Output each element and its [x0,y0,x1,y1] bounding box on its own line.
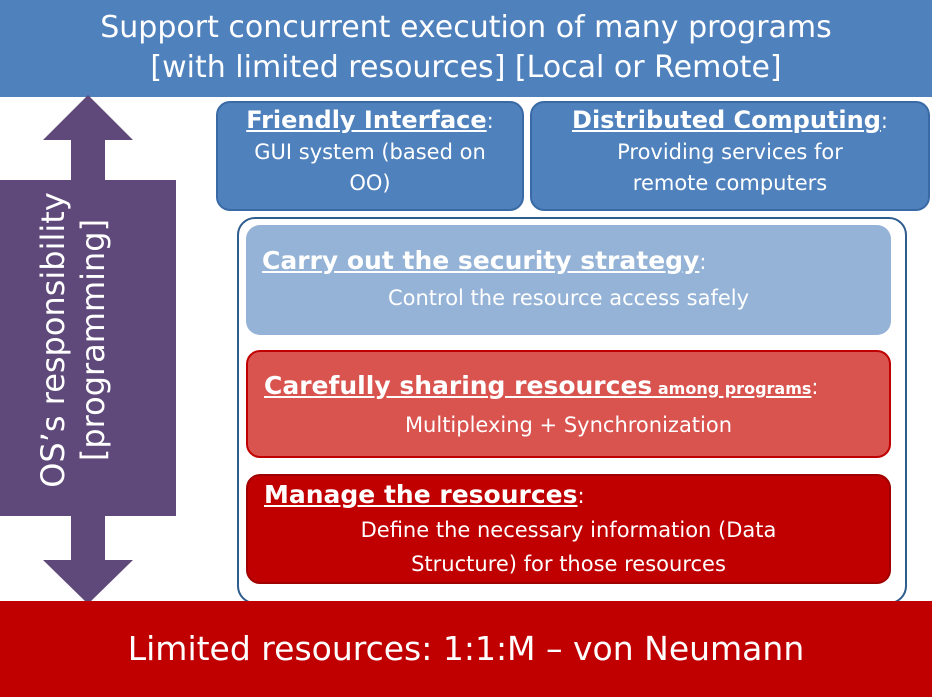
distributed-computing-body-line1: Providing services for [617,140,843,164]
side-label-line1: OS’s responsibility [34,192,72,488]
distributed-computing-colon: : [880,109,888,133]
friendly-interface-body-line2: OO) [349,171,391,195]
sharing-resources-body: Multiplexing + Synchronization [404,413,733,437]
top-banner: Support concurrent execution of many pro… [0,0,932,97]
top-banner-line2: [with limited resources] [Local or Remot… [150,50,782,85]
security-strategy-body: Control the resource access safely [387,286,750,310]
bottom-banner-text: Limited resources: 1:1:M – von Neumann [127,629,805,668]
double-arrow-shape [0,95,176,604]
bottom-banner: Limited resources: 1:1:M – von Neumann [0,601,932,697]
security-strategy-heading: Carry out the security strategy [262,246,700,275]
distributed-computing-box: Distributed Computing: Providing service… [530,101,930,211]
manage-resources-body-line1: Define the necessary information (Data [360,518,777,542]
manage-resources-box: Manage the resources: Define the necessa… [246,474,891,584]
top-banner-line1: Support concurrent execution of many pro… [100,10,832,45]
sharing-resources-heading-main: Carefully sharing resources [264,371,653,400]
os-responsibility-label: OS’s responsibility [programming] [33,130,143,550]
security-strategy-colon: : [699,250,707,274]
sharing-resources-heading-small: among programs [652,379,812,398]
friendly-interface-box: Friendly Interface: GUI system (based on… [216,101,524,211]
manage-resources-heading: Manage the resources [264,480,578,509]
distributed-computing-heading: Distributed Computing [572,106,881,134]
manage-resources-colon: : [577,484,585,508]
sharing-resources-box: Carefully sharing resources among progra… [246,350,891,458]
side-label-line2: [programming] [74,218,112,462]
security-strategy-box: Carry out the security strategy: Control… [246,225,891,335]
distributed-computing-body-line2: remote computers [632,171,828,195]
friendly-interface-heading: Friendly Interface [246,106,487,134]
manage-resources-body-line2: Structure) for those resources [411,552,726,576]
friendly-interface-body-line1: GUI system (based on [254,140,486,164]
sharing-resources-colon: : [811,375,819,399]
sharing-resources-heading: Carefully sharing resources among progra… [264,371,811,400]
friendly-interface-colon: : [486,109,494,133]
